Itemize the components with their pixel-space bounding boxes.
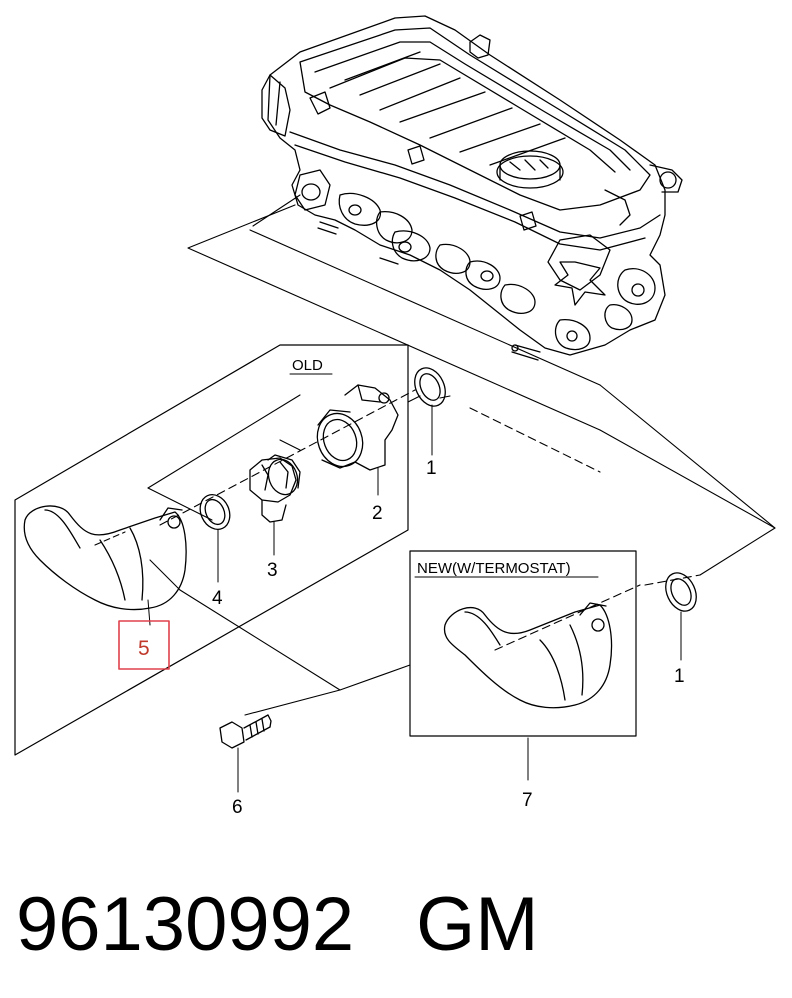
bolt-part-6 — [219, 714, 272, 793]
thermostat-housing-part-2 — [316, 384, 399, 496]
callout-labels: 1 2 3 4 1 6 7 — [212, 458, 685, 818]
new-box: NEW(W/TERMOSTAT) — [409, 550, 637, 737]
callout-5-highlight: 5 — [118, 620, 170, 670]
callout-3: 3 — [267, 560, 278, 581]
callout-5: 5 — [138, 637, 150, 660]
callout-7: 7 — [522, 790, 533, 811]
footer: 96130992 GM — [16, 870, 776, 980]
callout-4: 4 — [212, 588, 223, 609]
callout-2: 2 — [372, 503, 383, 524]
thermostat-part-3 — [249, 454, 301, 556]
exploded-parts-diagram: OLD NEW(W/TERMOSTAT) — [14, 15, 776, 818]
old-box: OLD — [14, 344, 409, 756]
gasket-part-4 — [199, 493, 231, 583]
gasket-part-1-upper — [414, 367, 446, 456]
engine-cylinder-head — [261, 15, 683, 361]
callout-1-lower: 1 — [674, 666, 685, 687]
new-box-label: NEW(W/TERMOSTAT) — [417, 560, 571, 577]
old-box-label: OLD — [292, 357, 323, 374]
callout-1-upper: 1 — [426, 458, 437, 479]
callout-6: 6 — [232, 797, 243, 818]
water-outlet-pipe-part-7 — [443, 602, 613, 781]
part-number: 96130992 — [16, 882, 355, 967]
assembly-leader-lines — [94, 194, 776, 716]
gasket-part-1-lower — [665, 572, 697, 661]
brand-name: GM — [416, 882, 539, 967]
